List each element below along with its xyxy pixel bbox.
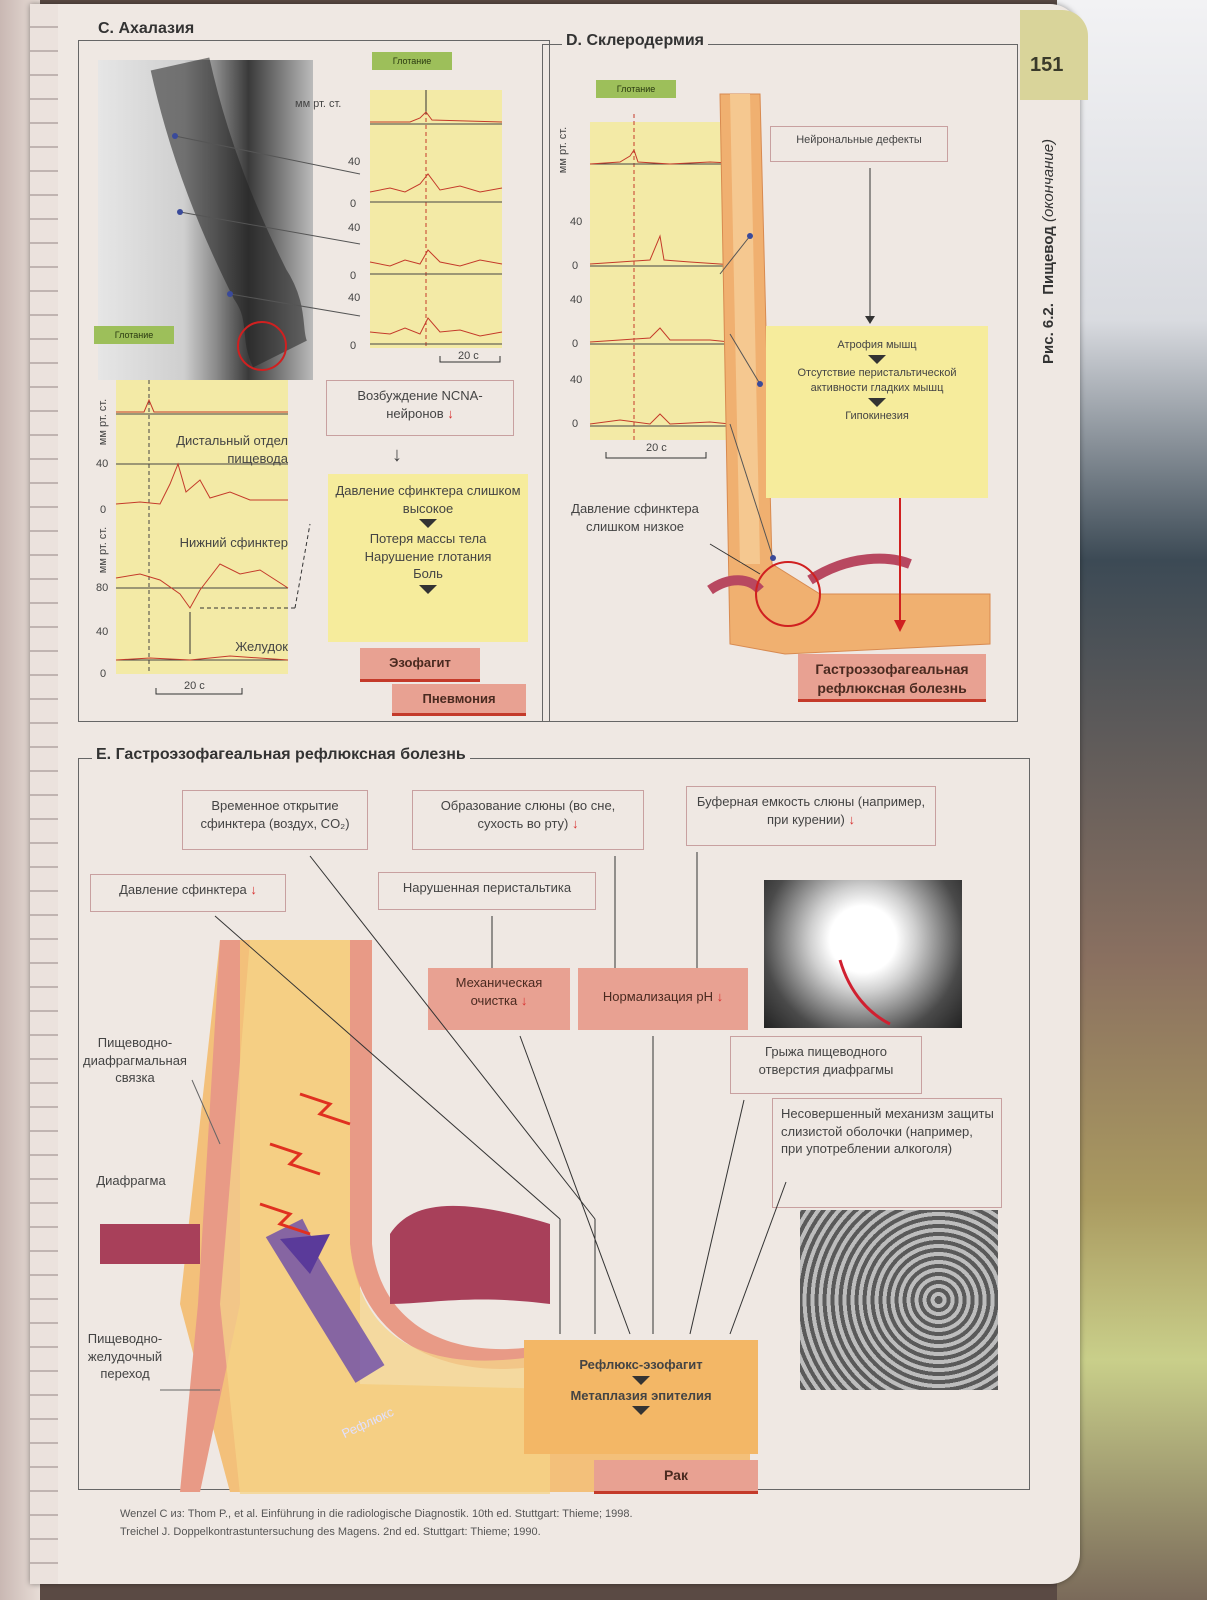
distal-esophagus-label: Дистальный отдел пищевода — [176, 433, 288, 466]
tick-c-5: 40 — [348, 292, 361, 304]
stomach-label: Желудок — [235, 639, 288, 654]
ph-norm-text: Нормализация pH — [602, 989, 713, 1004]
scale-c-lower: 20 с — [184, 680, 205, 692]
swallow-tag-c-lower: Глотание — [94, 326, 174, 344]
tick-c-lower-4: 40 — [96, 626, 109, 638]
mech-clean-box: Механическая очистка ↓ — [428, 968, 570, 1030]
book-page: 151 Рис. 6.2. Пищевод (окончание) C. Аха… — [30, 4, 1088, 1584]
decrease-arrow-icon: ↓ — [848, 811, 855, 827]
diaphragm-label: Диафрагма — [96, 1173, 166, 1188]
junction-label: Пищеводно-желудочный переход — [87, 1331, 163, 1382]
tick-c-lower-1: 40 — [96, 458, 109, 470]
ligament-label: Пищеводно-диафрагмальная связка — [83, 1035, 187, 1086]
tick-d-6: 0 — [572, 418, 579, 430]
manometry-c-upper — [370, 90, 502, 348]
buffer-box: Буферная емкость слюны (например, при ку… — [686, 786, 936, 846]
decrease-arrow-icon: ↓ — [572, 815, 579, 831]
saliva-text: Образование слюны (во сне, сухость во рт… — [440, 798, 616, 831]
gerd-result-box: Гастроэзофагеальная рефлюксная болезнь — [798, 654, 986, 702]
page-tab — [1020, 10, 1088, 100]
buffer-text: Буферная емкость слюны (например, при ку… — [696, 794, 926, 827]
background-right — [1057, 0, 1207, 1600]
scleroderma-chain-box: Атрофия мышц Отсутствие перистальтическо… — [766, 326, 988, 498]
manometry-c-lower — [116, 380, 288, 674]
sphincter-low-label: Давление сфинктера слишком низкое — [571, 501, 699, 534]
swallow-tag-c: Глотание — [372, 52, 452, 70]
triangle-icon — [419, 584, 437, 594]
tick-c-lower-2: 0 — [100, 504, 107, 516]
tick-c-1: 40 — [348, 156, 361, 168]
section-e-title: E. Гастроэзофагеальная рефлюксная болезн… — [92, 746, 470, 764]
footer-line-2: Treichel J. Doppelkontrastuntersuchung d… — [120, 1526, 541, 1538]
decrease-arrow-icon: ↓ — [250, 882, 257, 897]
mech-clean-text: Механическая очистка — [455, 975, 543, 1008]
gerd-anatomy — [100, 852, 891, 1494]
triangle-icon — [419, 519, 437, 529]
panel-achalasia — [78, 40, 550, 722]
effects-box: Давление сфинктера слишком высокое Потер… — [328, 474, 528, 642]
cancer-box: Рак — [594, 1460, 758, 1494]
swallow-tag-d: Глотание — [596, 80, 676, 98]
chain-hypokinesia: Гипокинезия — [845, 409, 909, 422]
temp-opening-box: Временное открытие сфинктера (воздух, CO… — [182, 790, 368, 850]
neuronal-defects-box: Нейрональные дефекты — [770, 126, 948, 162]
effect-weight-loss: Потеря массы тела — [369, 531, 487, 547]
tick-d-2: 0 — [572, 260, 579, 272]
peristalsis-box: Нарушенная перистальтика — [378, 872, 596, 910]
tick-d-4: 0 — [572, 338, 579, 350]
decrease-arrow-icon: ↓ — [520, 992, 528, 1008]
excitation-text: Возбуждение NCNA-нейронов — [357, 388, 483, 421]
traces-d — [589, 93, 991, 655]
traces-c-upper — [369, 90, 503, 363]
tick-d-5: 40 — [570, 374, 583, 386]
tick-d-3: 40 — [570, 294, 583, 306]
tick-c-lower-5: 0 — [100, 668, 107, 680]
saliva-box: Образование слюны (во сне, сухость во рт… — [412, 790, 644, 850]
tick-d-1: 40 — [570, 216, 583, 228]
page-binding — [30, 4, 58, 1584]
tick-c-2: 0 — [350, 198, 357, 210]
reflux-chain-box: Рефлюкс-эзофагит Метаплазия эпителия — [524, 1340, 758, 1454]
triangle-icon — [632, 1375, 650, 1385]
effect-pain: Боль — [413, 566, 443, 582]
chain-atrophy: Атрофия мышц — [837, 339, 917, 351]
decrease-arrow-icon: ↓ — [447, 405, 454, 421]
traces-c-lower — [115, 380, 311, 695]
section-c-title: C. Ахалазия — [94, 20, 199, 38]
page-number: 151 — [1030, 54, 1064, 76]
excitation-box: Возбуждение NCNA-нейронов ↓ — [326, 380, 514, 436]
epithelial-metaplasia: Метаплазия эпителия — [570, 1387, 712, 1403]
triangle-icon — [868, 354, 886, 364]
tick-c-6: 0 — [350, 340, 357, 352]
triangle-icon — [632, 1406, 650, 1416]
pneumonia-text: Пневмония — [422, 691, 496, 706]
decrease-arrow-icon: ↓ — [716, 989, 724, 1004]
tick-c-lower-3: 80 — [96, 582, 109, 594]
pneumonia-box: Пневмония — [392, 684, 526, 716]
mucosa-box: Несовершенный механизм защиты слизистой … — [772, 1098, 1002, 1208]
sphincter-pressure-box: Давление сфинктера ↓ — [90, 874, 286, 912]
achalasia-xray-lines — [150, 57, 361, 371]
esophagitis-box: Эзофагит — [360, 648, 480, 682]
triangle-icon — [868, 397, 886, 407]
scale-d: 20 с — [646, 442, 667, 454]
tick-c-4: 0 — [350, 270, 357, 282]
esophagitis-text: Эзофагит — [389, 655, 451, 670]
lower-sphincter-label: Нижний сфинктер — [179, 535, 288, 550]
chain-no-peristalsis: Отсутствие перистальтической активности … — [797, 366, 957, 394]
scale-c-upper: 20 с — [458, 350, 479, 362]
panel-scleroderma — [542, 44, 1018, 722]
reflux-esophagitis: Рефлюкс-эзофагит — [579, 1357, 703, 1372]
mucosa-histology — [800, 1210, 998, 1390]
down-arrow-c: ↓ — [392, 444, 402, 466]
sphincter-pressure-text: Давление сфинктера — [119, 882, 247, 897]
footer-line-1: Wenzel C из: Thom P., et al. Einführung … — [120, 1508, 633, 1520]
effect-sphincter-high: Давление сфинктера слишком высокое — [335, 483, 521, 516]
section-d-title: D. Склеродермия — [562, 32, 709, 50]
tick-c-3: 40 — [348, 222, 361, 234]
unit-label-c: мм рт. ст. — [295, 98, 342, 110]
hernia-box: Грыжа пищеводного отверстия диафрагмы — [730, 1036, 922, 1094]
effect-swallowing: Нарушение глотания — [364, 548, 492, 564]
ph-norm-box: Нормализация pH ↓ — [578, 968, 748, 1030]
